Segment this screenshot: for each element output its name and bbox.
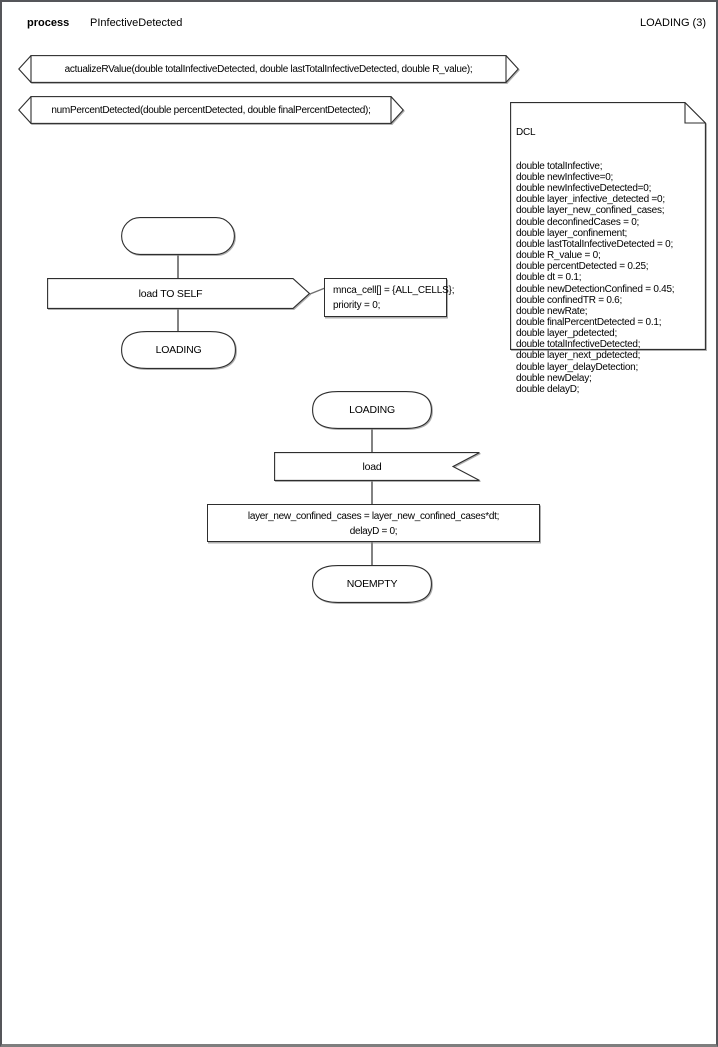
state-shape-icon [312,565,432,603]
process-kind-label: process [27,17,70,29]
state-noempty[interactable]: NOEMPTY [312,565,432,603]
procedure-shape-icon [18,55,519,83]
state-loading[interactable]: LOADING [312,391,432,429]
start-shape-icon [121,217,235,255]
output-load-to-self[interactable]: load TO SELF [47,278,310,309]
connector-task-to-state [371,542,373,565]
procedure-signature: actualizeRValue(double totalInfectiveDet… [64,63,473,75]
procedure-declaration-num-percent-detected[interactable]: numPercentDetected(double percentDetecte… [18,96,404,124]
state-shape-icon [121,331,236,369]
state-label: LOADING [349,404,395,416]
state-label: LOADING [155,344,202,356]
state-shape-icon [312,391,432,429]
dcl-declarations-note[interactable]: DCL double totalInfective; double newInf… [510,102,706,395]
page-state-label: LOADING (3) [639,17,706,29]
start-symbol[interactable] [121,217,235,255]
procedure-signature: numPercentDetected(double percentDetecte… [51,104,371,116]
state-loading-start-flow[interactable]: LOADING [121,331,236,369]
output-shape-icon [47,278,310,309]
output-label: load TO SELF [138,287,203,300]
connector-input-to-task [371,481,373,505]
dcl-text: DCL double totalInfective; double newInf… [516,105,704,417]
connector-state-to-input [371,429,373,452]
state-label: NOEMPTY [346,578,398,590]
procedure-declaration-actualize-r-value[interactable]: actualizeRValue(double totalInfectiveDet… [18,55,519,83]
connector-start-to-output [177,255,179,278]
input-shape-icon [274,452,480,481]
comment-text: mnca_cell[] = {ALL_CELLS}; priority = 0; [333,285,455,311]
comment-connector-line [309,287,326,295]
task-text: layer_new_confined_cases = layer_new_con… [247,511,500,537]
dcl-keyword: DCL [516,127,536,139]
input-label: load [362,460,382,473]
connector-output-to-state [177,309,179,331]
dcl-variable-lines: double totalInfective; double newInfecti… [516,160,675,395]
task-box[interactable]: layer_new_confined_cases = layer_new_con… [207,504,540,542]
note-shape-icon [510,102,706,350]
comment-box[interactable]: mnca_cell[] = {ALL_CELLS}; priority = 0; [324,278,455,317]
process-name: PInfectiveDetected [90,17,183,29]
input-load[interactable]: load [274,452,480,481]
procedure-shape-icon [18,96,404,124]
